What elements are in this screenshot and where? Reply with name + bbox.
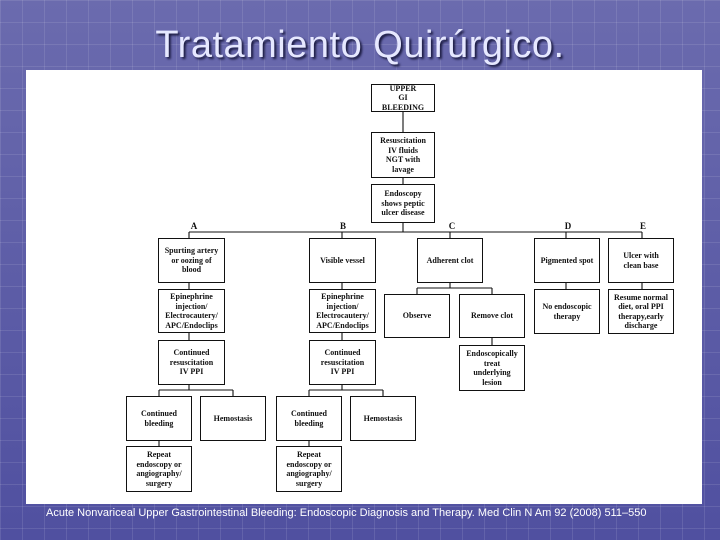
b-therapy-box: Epinephrine injection/ Electrocautery/ A… <box>309 289 376 333</box>
d-therapy-box: No endoscopic therapy <box>534 289 600 334</box>
b-continued-bleeding-box: Continued bleeding <box>276 396 342 441</box>
branch-letter-e: E <box>639 221 646 231</box>
branch-letter-a: A <box>190 221 198 231</box>
flowchart-panel: UPPER GI BLEEDING Resuscitation IV fluid… <box>26 70 702 504</box>
branch-letter-d: D <box>564 221 572 231</box>
c-treat-lesion-box: Endoscopically treat underlying lesion <box>459 345 525 391</box>
e-therapy-box: Resume normal diet, oral PPI therapy,ear… <box>608 289 674 334</box>
endoscopy-box: Endoscopy shows peptic ulcer disease <box>371 184 435 223</box>
citation: Acute Nonvariceal Upper Gastrointestinal… <box>46 507 647 519</box>
flowchart-connectors <box>158 112 643 446</box>
b-ppi-box: Continued resuscitation IV PPI <box>309 340 376 385</box>
b-repeat-box: Repeat endoscopy or angiography/ surgery <box>276 446 342 492</box>
slide-title: Tratamiento Quirúrgico. <box>155 24 565 66</box>
branch-letter-b: B <box>339 221 346 231</box>
b-hemostasis-box: Hemostasis <box>350 396 416 441</box>
a-continued-bleeding-box: Continued bleeding <box>126 396 192 441</box>
a-finding-box: Spurting artery or oozing of blood <box>158 238 225 283</box>
d-finding-box: Pigmented spot <box>534 238 600 283</box>
c-observe-box: Observe <box>384 294 450 338</box>
a-repeat-box: Repeat endoscopy or angiography/ surgery <box>126 446 192 492</box>
branch-letter-c: C <box>448 221 456 231</box>
a-therapy-box: Epinephrine injection/ Electrocautery/ A… <box>158 289 225 333</box>
e-finding-box: Ulcer with clean base <box>608 238 674 283</box>
resuscitation-box: Resuscitation IV fluids NGT with lavage <box>371 132 435 178</box>
a-ppi-box: Continued resuscitation IV PPI <box>158 340 225 385</box>
c-remove-clot-box: Remove clot <box>459 294 525 338</box>
b-finding-box: Visible vessel <box>309 238 376 283</box>
a-hemostasis-box: Hemostasis <box>200 396 266 441</box>
upper-gi-bleeding-box: UPPER GI BLEEDING <box>371 84 435 112</box>
c-finding-box: Adherent clot <box>417 238 483 283</box>
